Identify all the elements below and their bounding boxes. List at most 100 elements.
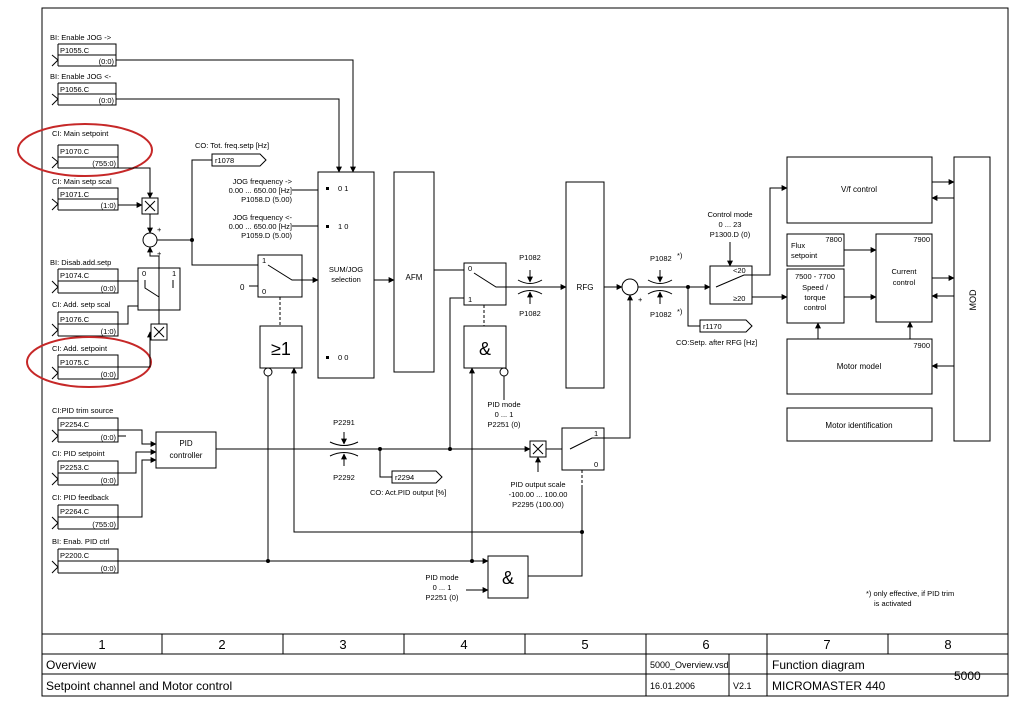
- footer-table: 1 2 3 4 5 6 7 8 Overview Setpoint channe…: [42, 633, 1008, 696]
- svg-text:CO:Setp. after RFG [Hz]: CO:Setp. after RFG [Hz]: [676, 338, 757, 347]
- svg-text:&: &: [479, 339, 491, 359]
- svg-text:0 ... 23: 0 ... 23: [719, 220, 742, 229]
- footer-page: 5000: [954, 669, 981, 683]
- svg-text:P2292: P2292: [333, 473, 355, 482]
- svg-text:r1078: r1078: [215, 156, 234, 165]
- svg-text:*) only effective, if PID trim: *) only effective, if PID trim: [866, 589, 954, 598]
- svg-text:Motor model: Motor model: [837, 362, 882, 371]
- svg-text:<20: <20: [733, 266, 746, 275]
- param-label: CI: Add. setpoint: [52, 344, 108, 353]
- svg-text:&: &: [502, 568, 514, 588]
- param-id: P2264.C: [60, 507, 90, 516]
- param-default: (0:0): [101, 476, 117, 485]
- block-flux-setpoint: [786, 233, 845, 267]
- param-default: (755:0): [92, 159, 116, 168]
- svg-text:setpoint: setpoint: [791, 251, 818, 260]
- param-label: BI: Enable JOG ->: [50, 33, 112, 42]
- footer-col-1: 1: [98, 637, 105, 652]
- output-r2294: r2294 CO: Act.PID output [%]: [370, 470, 446, 497]
- svg-text:Current: Current: [891, 267, 917, 276]
- svg-text:control: control: [893, 278, 916, 287]
- param-add-setpoint: CI: Add. setpoint P1075.C (0:0): [51, 344, 119, 380]
- svg-text:PID mode: PID mode: [487, 400, 520, 409]
- param-label: CI: PID setpoint: [52, 449, 105, 458]
- param-pid-trim-source: CI:PID trim source P2254.C (0:0): [51, 406, 119, 443]
- block-current-control: [875, 233, 933, 323]
- param-id: P1075.C: [60, 358, 90, 367]
- svg-text:SUM/JOG: SUM/JOG: [329, 265, 363, 274]
- svg-text:0.00 ... 650.00 [Hz]: 0.00 ... 650.00 [Hz]: [229, 186, 292, 195]
- block-motor-model: [786, 338, 933, 395]
- svg-text:JOG frequency <-: JOG frequency <-: [233, 213, 293, 222]
- param-id: P1071.C: [60, 190, 90, 199]
- block-mod: [953, 156, 991, 442]
- p1082-upper: P1082: [519, 253, 541, 262]
- param-label: BI: Disab.add.setp: [50, 258, 111, 267]
- block-rfg: [565, 181, 605, 389]
- sumjog-state-3: 0 0: [338, 353, 348, 362]
- svg-text:1: 1: [172, 269, 176, 278]
- param-label: CI: PID feedback: [52, 493, 109, 502]
- svg-text:P2291: P2291: [333, 418, 355, 427]
- svg-text:0: 0: [468, 264, 472, 273]
- gate-and-lower: [487, 555, 529, 599]
- output-r1078: CO: Tot. freq.setp [Hz] r1078: [195, 141, 269, 167]
- svg-text:*): *): [677, 307, 683, 316]
- svg-text:P1300.D (0): P1300.D (0): [710, 230, 751, 239]
- sumjog-state-2: 1 0: [338, 222, 348, 231]
- p1082-star-lower: P1082: [650, 310, 672, 319]
- param-disab-add-setp: BI: Disab.add.setp P1074.C (0:0): [50, 258, 119, 294]
- svg-text:MOD: MOD: [968, 289, 978, 310]
- svg-text:7900: 7900: [913, 341, 930, 350]
- svg-text:P2251 (0): P2251 (0): [488, 420, 521, 429]
- svg-text:+: +: [157, 225, 162, 234]
- svg-text:r2294: r2294: [395, 473, 414, 482]
- block-speed-torque-control: [786, 268, 845, 324]
- svg-text:Control mode: Control mode: [707, 210, 752, 219]
- param-add-setp-scal: CI: Add. setp scal P1076.C (1:0): [51, 300, 119, 337]
- svg-text:r1170: r1170: [703, 322, 722, 331]
- block-afm: [393, 171, 435, 373]
- svg-text:+: +: [638, 295, 643, 304]
- footer-col-6: 6: [702, 637, 709, 652]
- footer-subtitle: Setpoint channel and Motor control: [46, 679, 232, 693]
- svg-text:RFG: RFG: [577, 283, 594, 292]
- param-jog-left: BI: Enable JOG <- P1056.C (0:0): [50, 72, 117, 106]
- svg-text:PID mode: PID mode: [425, 573, 458, 582]
- param-label: CI: Main setp scal: [52, 177, 112, 186]
- svg-text:+: +: [157, 249, 162, 258]
- block-vf-control: [786, 156, 933, 224]
- param-id: P1056.C: [60, 85, 90, 94]
- svg-text:0: 0: [262, 287, 266, 296]
- param-default: (0:0): [99, 96, 115, 105]
- gate-or: [259, 325, 303, 369]
- param-default: (0:0): [101, 433, 117, 442]
- footer-overview: Overview: [46, 658, 96, 672]
- svg-text:PID output scale: PID output scale: [510, 480, 565, 489]
- svg-text:≥20: ≥20: [733, 294, 745, 303]
- footer-version: V2.1: [733, 681, 752, 691]
- param-label: CI: Main setpoint: [52, 129, 109, 138]
- footer-col-3: 3: [339, 637, 346, 652]
- footnote: *) only effective, if PID trim is activa…: [866, 589, 954, 608]
- param-enab-pid-ctrl: BI: Enab. PID ctrl P2200.C (0:0): [51, 537, 119, 574]
- footer-col-5: 5: [581, 637, 588, 652]
- footer-col-4: 4: [460, 637, 467, 652]
- svg-text:1: 1: [594, 429, 598, 438]
- summing-junction-main: [142, 232, 158, 248]
- svg-text:P1059.D (5.00): P1059.D (5.00): [241, 231, 292, 240]
- switch-jog-main: [257, 254, 303, 298]
- svg-text:torque: torque: [804, 293, 825, 302]
- footer-function-diagram: Function diagram: [772, 658, 865, 672]
- param-label: CI: Add. setp scal: [52, 300, 111, 309]
- pid-mode-upper: PID mode 0 ... 1 P2251 (0): [487, 400, 521, 429]
- param-label: BI: Enab. PID ctrl: [52, 537, 110, 546]
- svg-text:0: 0: [594, 460, 598, 469]
- svg-text:AFM: AFM: [406, 273, 423, 282]
- param-default: (0:0): [101, 564, 117, 573]
- switch-control-mode: [709, 265, 753, 305]
- svg-text:Flux: Flux: [791, 241, 805, 250]
- svg-text:1: 1: [468, 295, 472, 304]
- svg-text:0.00 ... 650.00 [Hz]: 0.00 ... 650.00 [Hz]: [229, 222, 292, 231]
- param-id: P2254.C: [60, 420, 90, 429]
